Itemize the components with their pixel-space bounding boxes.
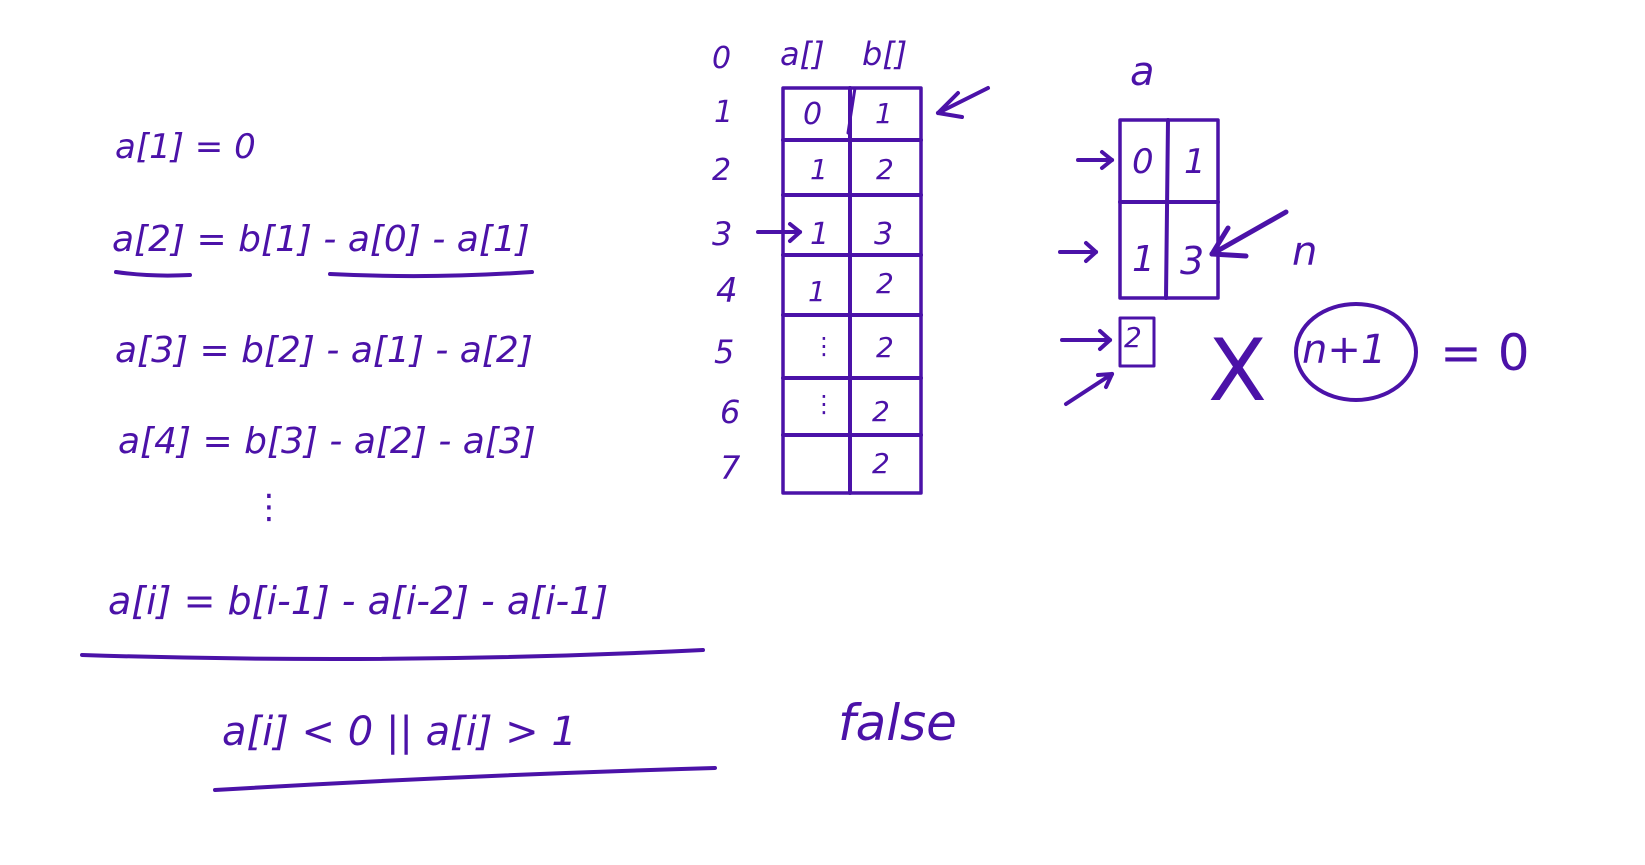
underline-condition <box>213 766 717 792</box>
row-index-5: 5 <box>714 333 735 371</box>
circle-mark <box>1294 302 1418 402</box>
table-cell: 2 <box>876 153 894 186</box>
circled-expression: n+1 <box>1302 327 1387 373</box>
array-cell: 3 <box>1180 239 1205 283</box>
underline-a2 <box>114 270 192 278</box>
table-cell: 1 <box>875 97 893 130</box>
equation-a4: a[4] = b[3] - a[2] - a[3] <box>118 421 536 462</box>
array-cell: 1 <box>1184 142 1206 182</box>
equation-general: a[i] = b[i-1] - a[i-2] - a[i-1] <box>108 579 609 623</box>
underline-a2-terms <box>328 270 534 279</box>
row-index-1: 1 <box>714 95 734 130</box>
array-label: a <box>1130 49 1155 95</box>
table-cell: 0 <box>803 97 823 132</box>
array-cell: 0 <box>1132 142 1154 182</box>
table-cell: 1 <box>810 217 830 252</box>
table-header-b: b[] <box>862 35 908 73</box>
row-index-0: 0 <box>712 41 732 76</box>
equation-a1: a[1] = 0 <box>115 127 256 167</box>
array-extra-cell: 2 <box>1124 321 1142 354</box>
equation-a2: a[2] = b[1] - a[0] - a[1] <box>112 219 530 260</box>
cross-mark: X <box>1208 321 1267 421</box>
arrow-icon <box>1058 241 1098 263</box>
table-cell: 1 <box>810 153 828 186</box>
condition-result: false <box>838 694 957 752</box>
arrow-icon <box>1060 329 1112 351</box>
table-cell: ⋮ <box>812 332 836 360</box>
table-cell: 2 <box>872 447 890 480</box>
row-index-3: 3 <box>712 215 733 253</box>
array-cell: 1 <box>1132 239 1155 280</box>
arrow-icon <box>756 222 802 243</box>
table-cell: 2 <box>872 395 890 428</box>
table-cell: ⋮ <box>812 390 836 418</box>
table-header-a: a[] <box>780 35 825 73</box>
table-cell: 2 <box>876 267 894 300</box>
row-index-7: 7 <box>720 449 741 487</box>
vertical-ellipsis: ⋮ <box>252 487 286 527</box>
arrow-icon <box>936 86 990 119</box>
n-label: n <box>1292 229 1318 275</box>
equals-zero: = 0 <box>1440 324 1530 382</box>
row-index-2: 2 <box>712 153 732 188</box>
arrow-icon <box>1064 372 1114 406</box>
arrow-icon <box>1076 150 1114 170</box>
arrow-icon <box>1209 209 1289 259</box>
table-cell: 3 <box>874 217 894 252</box>
equation-a3: a[3] = b[2] - a[1] - a[2] <box>115 330 533 371</box>
table-cell: 2 <box>876 331 894 364</box>
small-array-grid <box>1118 118 1220 368</box>
row-index-6: 6 <box>720 393 741 431</box>
condition-expression: a[i] < 0 || a[i] > 1 <box>222 709 577 755</box>
table-grid <box>781 86 923 495</box>
underline-general <box>80 648 705 661</box>
row-index-4: 4 <box>716 271 738 311</box>
table-cell: 1 <box>808 275 826 308</box>
